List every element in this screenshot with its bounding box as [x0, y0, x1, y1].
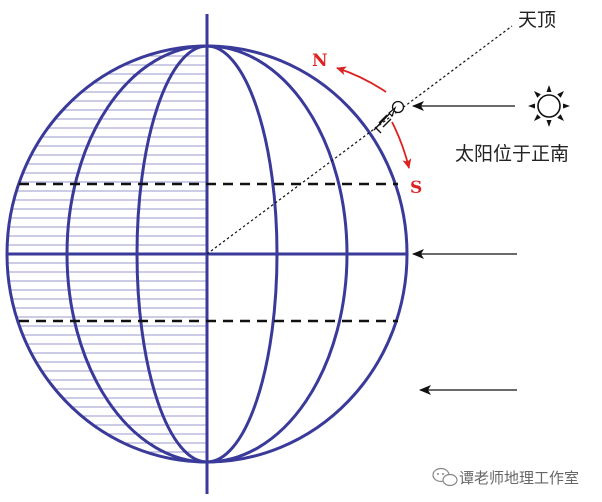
observer-icon [373, 100, 405, 134]
direction-arc [336, 66, 387, 93]
zenith-line [206, 25, 513, 255]
south-label: S [410, 178, 422, 198]
sun-caption: 太阳位于正南 [455, 143, 569, 165]
north-label: N [312, 51, 328, 71]
zenith-label: 天顶 [518, 9, 556, 31]
sun-icon [528, 85, 570, 127]
watermark-text: 谭老师地理工作室 [459, 469, 579, 487]
chat-bubbles-icon [432, 467, 458, 487]
direction-arc-south [391, 121, 412, 169]
